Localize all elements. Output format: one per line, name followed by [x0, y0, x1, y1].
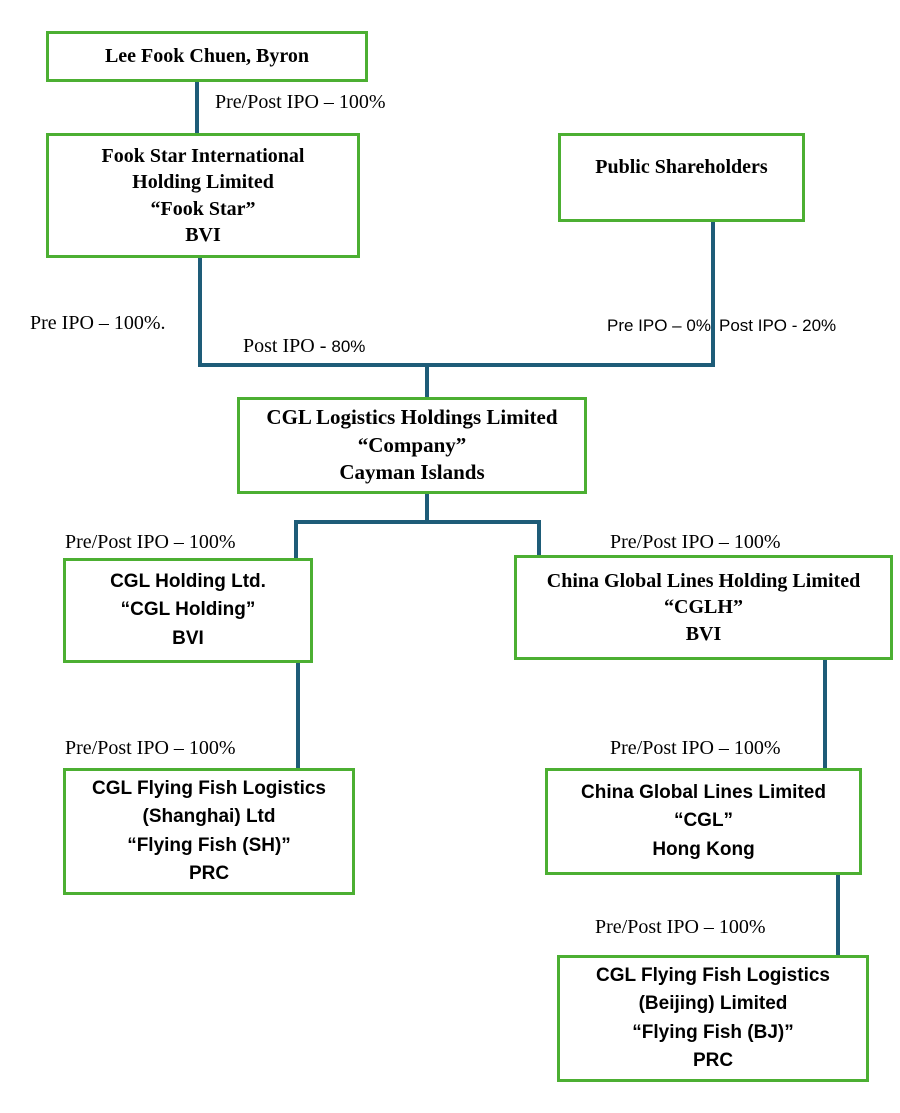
- edge-label-cgl-holding-to-sh: Pre/Post IPO – 100%: [65, 737, 236, 759]
- node-cgl-hong-kong: China Global Lines Limited “CGL” Hong Ko…: [545, 768, 862, 875]
- connector-to-cgl-holding: [294, 520, 298, 558]
- edge-label-post-ipo-left-prefix: Post IPO -: [243, 335, 332, 357]
- node-label: China Global Lines Limited: [581, 781, 826, 803]
- node-label: (Beijing) Limited: [638, 993, 788, 1014]
- connector-merge-horizontal: [198, 363, 715, 367]
- node-fook-star: Fook Star International Holding Limited …: [46, 133, 360, 258]
- node-label: Holding Limited: [132, 171, 274, 194]
- edge-label-post-ipo-right: Post IPO - 20%: [719, 316, 837, 335]
- connector-public-down: [711, 220, 715, 367]
- node-label: PRC: [692, 1050, 734, 1071]
- edge-label-lee-to-fookstar: Pre/Post IPO – 100%: [215, 91, 386, 113]
- node-cglh: China Global Lines Holding Limited “CGLH…: [514, 555, 893, 660]
- node-label: CGL Flying Fish Logistics: [595, 964, 830, 986]
- node-label: “Company”: [357, 432, 467, 457]
- node-cgl-holding: CGL Holding Ltd. “CGL Holding” BVI: [63, 558, 313, 663]
- node-label: China Global Lines Holding Limited: [546, 569, 861, 592]
- node-label: Public Shareholders: [595, 156, 768, 179]
- node-label: Hong Kong: [652, 838, 755, 860]
- node-label: “Flying Fish (BJ)”: [632, 1021, 794, 1043]
- edge-label-company-to-cgl-holding: Pre/Post IPO – 100%: [65, 531, 236, 553]
- connector-fookstar-down: [198, 258, 202, 367]
- node-label: “CGL”: [673, 810, 734, 832]
- node-label: BVI: [685, 622, 722, 645]
- node-label: CGL Flying Fish Logistics: [91, 777, 326, 799]
- node-label: (Shanghai) Ltd: [142, 806, 276, 827]
- edge-label-pre-ipo-left: Pre IPO – 100%.: [30, 312, 166, 334]
- node-label: Cayman Islands: [339, 460, 485, 485]
- connector-split-horizontal: [294, 520, 541, 524]
- connector-lee-to-fookstar: [195, 82, 199, 133]
- node-flying-fish-beijing: CGL Flying Fish Logistics (Beijing) Limi…: [557, 955, 869, 1082]
- connector-hk-to-bj: [836, 875, 840, 955]
- edge-label-cglh-to-hk: Pre/Post IPO – 100%: [610, 737, 781, 759]
- node-label: “CGLH”: [664, 596, 743, 619]
- connector-cglh-to-hk: [823, 660, 827, 768]
- node-label: BVI: [185, 223, 221, 246]
- node-label: Fook Star International: [101, 144, 305, 167]
- node-label: “Flying Fish (SH)”: [127, 834, 291, 856]
- node-label: CGL Logistics Holdings Limited: [266, 404, 558, 429]
- connector-to-cglh: [537, 520, 541, 555]
- edge-label-hk-to-bj: Pre/Post IPO – 100%: [595, 916, 766, 938]
- node-lee-fook-chuen: Lee Fook Chuen, Byron: [46, 31, 368, 82]
- edge-label-company-to-cglh: Pre/Post IPO – 100%: [610, 531, 781, 553]
- node-label: PRC: [188, 863, 230, 884]
- node-label: Lee Fook Chuen, Byron: [104, 45, 310, 68]
- node-flying-fish-shanghai: CGL Flying Fish Logistics (Shanghai) Ltd…: [63, 768, 355, 895]
- edge-label-pre-ipo-right: Pre IPO – 0%: [607, 316, 711, 335]
- connector-company-down: [425, 494, 429, 524]
- connector-cglholding-to-sh: [296, 663, 300, 768]
- edge-label-post-ipo-left-value: 80%: [331, 337, 366, 356]
- node-label: “CGL Holding”: [120, 599, 256, 621]
- node-label: CGL Holding Ltd.: [110, 570, 266, 592]
- node-label: BVI: [172, 627, 204, 649]
- connector-into-company: [425, 363, 429, 397]
- node-label: “Fook Star”: [150, 197, 256, 220]
- node-company: CGL Logistics Holdings Limited “Company”…: [237, 397, 587, 494]
- edge-label-post-ipo-left: Post IPO - 80%: [223, 312, 365, 381]
- node-public-shareholders: Public Shareholders: [558, 133, 805, 222]
